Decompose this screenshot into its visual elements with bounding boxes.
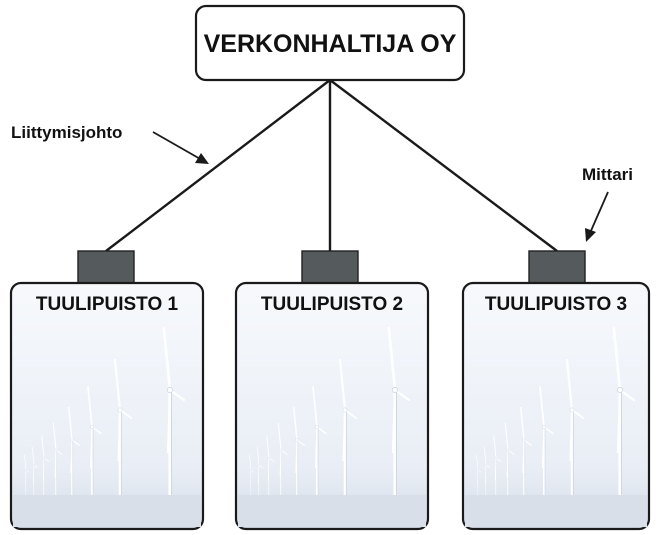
meter-arrow [589, 191, 609, 234]
cable-arrowhead [195, 153, 209, 164]
wind-farm-3: TUULIPUISTO 3 [461, 281, 651, 531]
wind-farm-label: TUULIPUISTO 1 [36, 294, 179, 315]
wind-farm-label: TUULIPUISTO 3 [485, 294, 627, 315]
cable-annotation: Liittymisjohto [11, 123, 209, 164]
connection-lines [105, 79, 558, 252]
ground-strip [13, 495, 201, 527]
root-node-label: VERKONHALTIJA OY [204, 30, 457, 58]
cable-arrow [152, 131, 203, 161]
wind-farm-1: TUULIPUISTO 1 [9, 281, 205, 531]
meter-1 [77, 250, 135, 284]
ground-strip [465, 495, 647, 527]
connection-line-1 [105, 79, 331, 252]
wind-farm-2: TUULIPUISTO 2 [234, 281, 430, 531]
meter-annotation: Mittari [582, 165, 633, 242]
meter-arrowhead [585, 228, 596, 242]
wind-farm-box [9, 281, 205, 531]
ground-strip [238, 495, 426, 527]
meter-3 [528, 250, 586, 284]
wind-farm-label: TUULIPUISTO 2 [261, 294, 403, 315]
wind-farm-box [234, 281, 430, 531]
cable-annotation-label: Liittymisjohto [11, 123, 122, 142]
meter-annotation-label: Mittari [582, 165, 633, 184]
wind-farm-box [461, 281, 651, 531]
root-node-box [194, 4, 466, 82]
meter-2 [301, 250, 359, 284]
root-node: VERKONHALTIJA OY [194, 4, 466, 82]
connection-line-3 [329, 79, 558, 252]
meters [77, 250, 586, 284]
